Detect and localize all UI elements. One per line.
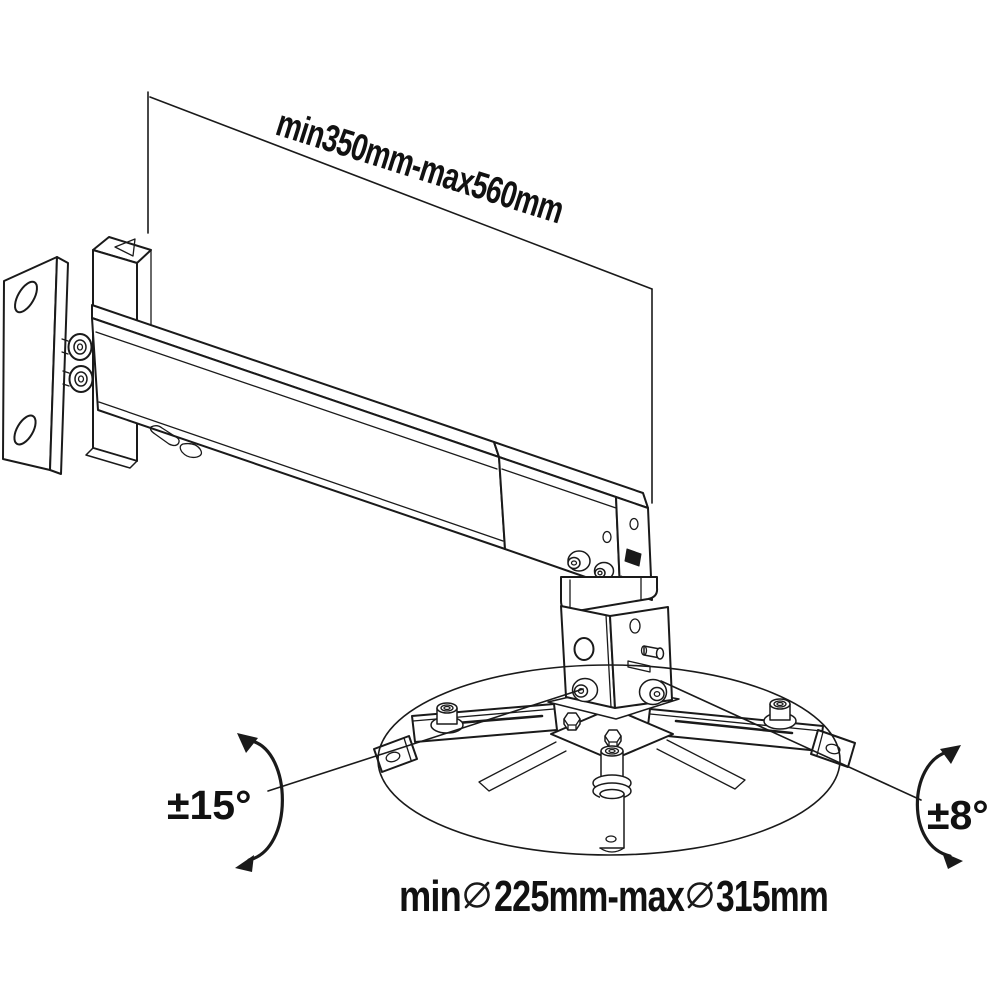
tilt-angle-annotation: ±15°	[167, 688, 584, 872]
diameter-range-label: min 225mm-max 315mm	[399, 872, 829, 921]
bracket-hole-small	[629, 618, 641, 634]
rotation-arrow-left-icon	[235, 733, 284, 872]
locking-bolt-left	[567, 550, 591, 572]
bracket-hole	[573, 637, 595, 661]
arm-length-label: min350mm-max560mm	[271, 103, 568, 233]
hex-bolt-left	[563, 712, 581, 731]
tilt-angle-label: ±15°	[167, 782, 252, 828]
wall-plate	[2, 256, 69, 475]
rotation-arrow-right-icon	[915, 745, 963, 869]
leader-line-left	[267, 688, 584, 792]
end-plate-hole	[629, 517, 639, 531]
swivel-angle-label: ±8°	[927, 792, 989, 838]
telescopic-arm	[91, 304, 653, 601]
diameter-prefix-text: min	[399, 872, 461, 921]
arm-end-plate	[615, 496, 653, 601]
diameter-icon	[687, 881, 713, 909]
adjustment-slot	[627, 660, 651, 673]
standoff-bolt-left	[430, 702, 464, 734]
tilt-knob-right	[638, 678, 668, 706]
spider-arm-front-left	[478, 741, 567, 792]
dimension-line	[149, 96, 653, 290]
release-latch	[149, 425, 203, 459]
tilt-bracket-strap	[560, 576, 659, 613]
mounting-slot-bottom	[13, 414, 37, 446]
side-hole	[602, 530, 612, 544]
tilt-knob-left	[571, 677, 599, 703]
hex-bolt-right	[604, 729, 622, 748]
spider-arm-front-right	[656, 739, 746, 790]
clamp-bolt-top	[61, 333, 93, 361]
foot-slot-right	[825, 743, 841, 755]
diameter-circle-ellipse	[377, 664, 841, 856]
diameter-icon	[464, 881, 490, 909]
mounting-foot-left	[373, 735, 418, 773]
diameter-suffix-text: 315mm	[716, 872, 828, 921]
mounting-slot-top	[14, 280, 38, 314]
column-hole	[605, 835, 617, 843]
swivel-angle-annotation: ±8°	[660, 680, 989, 869]
telescopic-arm-inner	[493, 441, 653, 601]
standoff-bolt-right	[763, 698, 797, 730]
locking-slot-upper	[624, 548, 642, 567]
adjustment-pin	[640, 645, 665, 660]
clamp-bolt-bottom	[62, 365, 94, 393]
foot-slot-left	[385, 751, 401, 763]
diameter-mid-text: 225mm-max	[494, 872, 685, 921]
tilt-bracket	[547, 576, 680, 720]
drop-column	[592, 745, 632, 853]
leader-line-right	[660, 680, 922, 801]
telescopic-arm-outer	[91, 304, 506, 550]
